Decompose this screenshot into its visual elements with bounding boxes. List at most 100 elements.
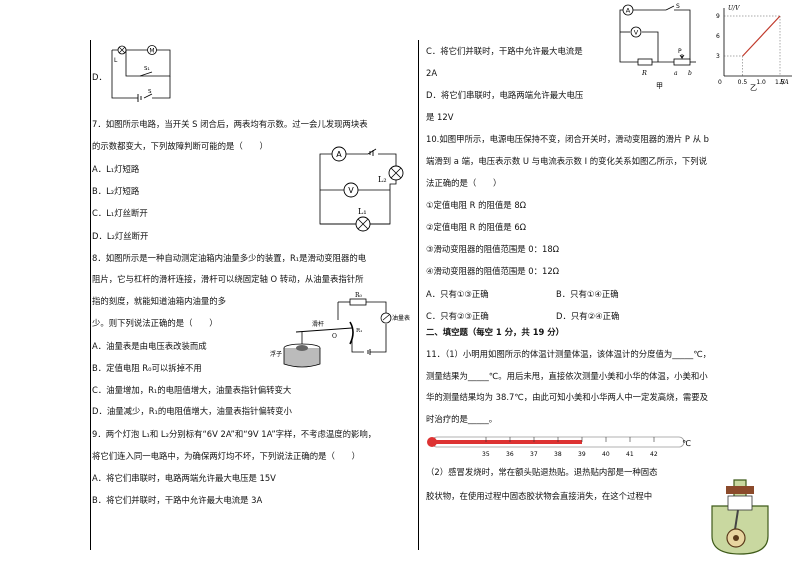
svg-text:甲: 甲 bbox=[656, 82, 663, 90]
r0-resistor-icon bbox=[349, 298, 367, 306]
y-tick-label-1: 6 bbox=[716, 33, 720, 40]
q8-stem-line1: 8．如图所示是一种自动测定油箱内油量多少的装置，R₁是滑动变阻器的电 bbox=[92, 253, 367, 263]
resistor-icon bbox=[637, 58, 653, 66]
q8-option-d: D．油量减少，R₁的电阻值增大，油量表指针偏转变小 bbox=[92, 406, 292, 416]
svg-text:R₁: R₁ bbox=[356, 328, 362, 334]
q10-option-c: C．只有②③正确 bbox=[426, 311, 489, 321]
q9-stem-line1: 9．两个灯泡 L₁和 L₂分别标有“6V 2A”和“9V 1A”字样，不考虑温度… bbox=[92, 429, 377, 439]
svg-text:滑杆: 滑杆 bbox=[312, 320, 324, 328]
svg-text:a: a bbox=[674, 70, 678, 77]
y-tick-label-0: 3 bbox=[716, 53, 720, 60]
q10-figure-jia: A S V R P a b 甲 bbox=[619, 3, 696, 90]
q10-statement-3: ③滑动变阻器的阻值范围是 0：18Ω bbox=[426, 244, 560, 254]
q8-stem-line2: 阻片，它与杠杆的滑杆连接，滑杆可以绕固定轴 O 转动，从油量表指针所 bbox=[92, 274, 364, 284]
svg-text:L: L bbox=[114, 57, 118, 64]
q11-line1: 11．（1）小明用如图所示的体温计测量体温，该体温计的分度值为_____℃， bbox=[426, 349, 712, 359]
y-tick-label-2: 9 bbox=[716, 13, 720, 20]
svg-text:L₁: L₁ bbox=[358, 207, 367, 216]
q10-option-d: D．只有②④正确 bbox=[556, 311, 620, 321]
q7-circuit-figure: A L₂ V L₁ bbox=[319, 146, 404, 232]
svg-text:R₀: R₀ bbox=[355, 292, 363, 299]
q7-stem-line2: 的示数都变大，下列故障判断可能的是（ ） bbox=[92, 141, 268, 151]
q8-stem-line3: 指的刻度，就能知道油箱内油量的多 bbox=[92, 296, 226, 306]
ammeter-icon bbox=[331, 146, 347, 162]
q9-option-c-line1: C．将它们并联时，干路中允许最大电流是 bbox=[426, 46, 583, 56]
q10-statement-4: ④滑动变阻器的阻值范围是 0：12Ω bbox=[426, 266, 560, 276]
svg-text:O: O bbox=[332, 333, 337, 340]
thermometer-tick-label-1: 36 bbox=[506, 451, 514, 458]
mercury-column bbox=[432, 440, 582, 444]
q9-option-a: A．将它们串联时，电路两端允许最大电压是 15V bbox=[92, 473, 276, 483]
q7-option-d: D．L₂灯丝断开 bbox=[92, 231, 149, 241]
q10-statement-1: ①定值电阻 R 的阻值是 8Ω bbox=[426, 200, 527, 210]
q9-option-c-line2: 2A bbox=[426, 68, 438, 78]
q10-option-b: B．只有①④正确 bbox=[556, 289, 619, 299]
q11-line4: 时治疗的是_____。 bbox=[426, 414, 498, 424]
q8-stem-line4: 少。则下列说法正确的是（ ） bbox=[92, 318, 218, 328]
svg-text:乙: 乙 bbox=[750, 84, 757, 92]
thermometer-tick-label-0: 35 bbox=[482, 451, 490, 458]
q9-option-d-line1: D．将它们串联时，电路两端允许最大电压 bbox=[426, 90, 584, 100]
svg-text:M: M bbox=[149, 48, 154, 55]
svg-text:V: V bbox=[348, 186, 354, 195]
x-tick-label-2: 1.5 bbox=[775, 79, 785, 86]
thermometer-unit-label: ℃ bbox=[682, 439, 691, 448]
y-axis-label: U/V bbox=[728, 5, 740, 12]
thermometer-tick-label-2: 37 bbox=[530, 451, 538, 458]
q10-figure-yi-chart: U/V I/A 0 3 6 9 0.5 1.0 1.5 乙 bbox=[716, 5, 792, 92]
q10-stem-line3: 法正确的是（ ） bbox=[426, 178, 502, 188]
left-margin-rule bbox=[90, 40, 91, 550]
q8-option-a: A．油量表是由电压表改装而成 bbox=[92, 341, 207, 351]
svg-text:S₁: S₁ bbox=[144, 66, 150, 72]
oil-gauge-icon bbox=[380, 312, 392, 324]
svg-text:V: V bbox=[634, 29, 639, 37]
rheostat-icon bbox=[673, 58, 691, 66]
q11-line2: 测量结果为_____℃。用后未甩，直接依次测量小美和小华的体温，小美和小 bbox=[426, 371, 708, 381]
thermometer-tick-label-3: 38 bbox=[554, 451, 562, 458]
q9-option-d-line2: 是 12V bbox=[426, 112, 454, 122]
svg-text:S: S bbox=[676, 3, 680, 10]
x-tick-label-0: 0.5 bbox=[738, 79, 748, 86]
q11b-line2: 胶状物，在使用过程中固态胶状物会直接消失，在这个过程中 bbox=[426, 491, 653, 501]
q6-circuit-figure: M L S₁ S bbox=[111, 45, 171, 102]
motor-icon bbox=[147, 45, 157, 55]
thermometer-tick-label-7: 42 bbox=[650, 451, 658, 458]
ammeter-icon bbox=[622, 4, 634, 16]
q6-option-d: D． bbox=[92, 72, 107, 82]
section-heading-fill-in: 二、填空题（每空 1 分，共 19 分） bbox=[426, 327, 565, 337]
q7-option-b: B．L₂灯短路 bbox=[92, 186, 140, 196]
origin-label: 0 bbox=[718, 79, 722, 86]
x-tick-label-1: 1.0 bbox=[756, 79, 766, 86]
svg-text:S: S bbox=[148, 89, 152, 95]
x-axis-label: I/A bbox=[779, 79, 789, 86]
q7-option-c: C．L₁灯丝断开 bbox=[92, 208, 148, 218]
q9-option-b: B．将它们并联时，干路中允许最大电流是 3A bbox=[92, 495, 263, 505]
thermometer-tick-label-6: 41 bbox=[626, 451, 634, 458]
q8-option-c: C．油量增加，R₁的电阻值增大，油量表指针偏转变大 bbox=[92, 385, 292, 395]
q10-statement-2: ②定值电阻 R 的阻值是 6Ω bbox=[426, 222, 527, 232]
svg-text:R: R bbox=[641, 69, 647, 77]
q11b-line1: （2）感冒发烧时，常在额头贴退热贴。退热贴内部是一种固态 bbox=[426, 467, 658, 477]
thermometer-figure: 35 36 37 38 39 40 41 42 ℃ bbox=[427, 436, 691, 458]
q11-line3: 华的测量结果均为 38.7℃，由此可知小美和小华两人中一定发高烧，需要及 bbox=[426, 392, 708, 402]
svg-text:A: A bbox=[626, 7, 631, 15]
thermometer-tick-label-4: 39 bbox=[578, 451, 586, 458]
svg-text:浮子: 浮子 bbox=[270, 350, 282, 358]
q10-stem-line2: 端滑到 a 端，电压表示数 U 与电流表示数 I 的变化关系如图乙所示，下列说 bbox=[426, 156, 707, 166]
q9-stem-line2: 将它们连入同一电路中，为确保两灯均不坏，下列说法正确的是（ ） bbox=[92, 451, 360, 461]
q7-stem-line1: 7．如图所示电路，当开关 S 闭合后，两表均有示数。过一会儿发现两块表 bbox=[92, 119, 368, 129]
svg-text:A: A bbox=[336, 150, 342, 159]
voltmeter-icon bbox=[630, 26, 642, 38]
voltmeter-icon bbox=[343, 182, 359, 198]
svg-text:L₂: L₂ bbox=[378, 175, 387, 184]
series-line-0 bbox=[742, 15, 781, 57]
svg-text:P: P bbox=[678, 48, 682, 55]
q7-option-a: A．L₁灯短路 bbox=[92, 164, 140, 174]
thermometer-tick-label-5: 40 bbox=[602, 451, 610, 458]
q10-stem-line1: 10.如图甲所示，电源电压保持不变，闭合开关时，滑动变阻器的滑片 P 从 b bbox=[426, 134, 709, 144]
column-divider bbox=[418, 40, 419, 550]
engine-figure bbox=[711, 479, 769, 555]
q8-option-b: B．定值电阻 R₀可以拆掉不用 bbox=[92, 363, 202, 373]
svg-text:b: b bbox=[688, 70, 692, 77]
q8-oil-gauge-figure: R₀ 油量表 R₁ 滑杆 O 浮子 bbox=[270, 292, 410, 368]
